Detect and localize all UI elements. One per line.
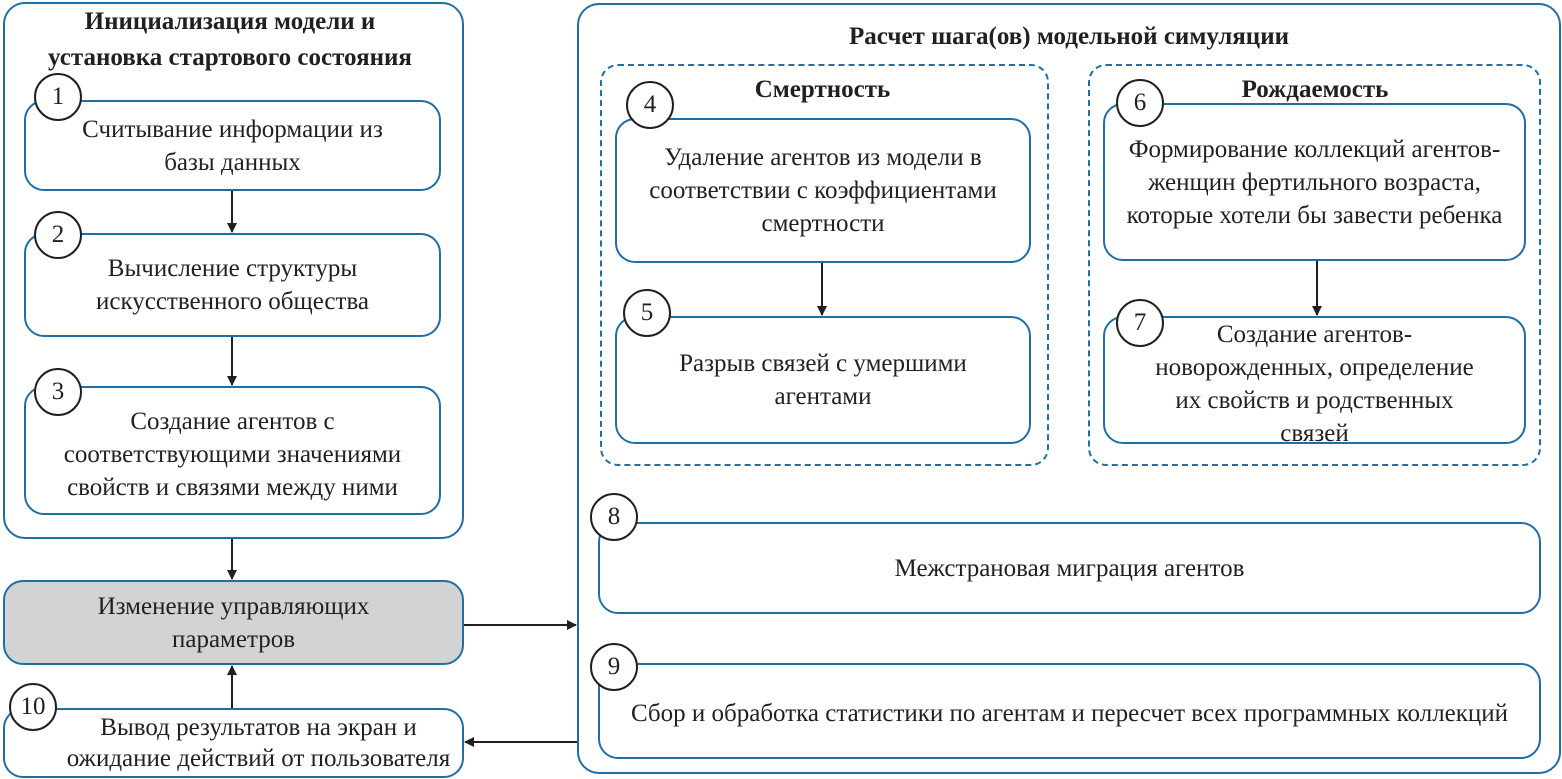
mortality-title: Смертность: [754, 76, 891, 103]
step-9-number: 9: [590, 643, 638, 691]
step-7-text: Создание агентов-новорожденных, определе…: [1155, 321, 1474, 447]
step-5-number: 5: [623, 289, 671, 337]
mortality-group: [600, 64, 1049, 466]
step-8-box: Межстрановая миграция агентов: [598, 522, 1541, 614]
step-6-number: 6: [1116, 79, 1164, 127]
step-4-text: Удаление агентов из модели в соответстви…: [649, 144, 997, 237]
step-4-box: Удаление агентов из модели в соответстви…: [615, 118, 1031, 263]
step-9-box: Сбор и обработка статистики по агентам и…: [598, 663, 1541, 759]
step-8-number: 8: [590, 493, 638, 541]
step-8-text: Межстрановая миграция агентов: [894, 554, 1245, 582]
simulation-group-title: Расчет шага(ов) модельной симуляции: [848, 23, 1290, 50]
step-1-number: 1: [34, 73, 82, 121]
step-7-box: Создание агентов-новорожденных, определе…: [1103, 316, 1526, 447]
step-7-number: 7: [1116, 299, 1164, 347]
control-params-text: Изменение управляющих параметров: [97, 592, 370, 653]
simulation-group: [577, 3, 1561, 774]
step-4-number: 4: [626, 81, 674, 129]
step-10-box: Вывод результатов на экран и ожидание де…: [3, 708, 464, 778]
step-10-number: 10: [9, 683, 57, 731]
step-2-text: Вычисление структуры искусственного обще…: [95, 255, 370, 315]
fertility-group: [1088, 64, 1541, 466]
step-5-text: Разрыв связей с умершими агентами: [679, 350, 967, 410]
step-1-box: Считывание информации из базы данных: [24, 100, 441, 191]
step-2-box: Вычисление структуры искусственного обще…: [24, 233, 441, 337]
step-6-box: Формирование коллекций агентов-женщин фе…: [1103, 103, 1526, 261]
init-group-title: Инициализация модели и установка стартов…: [48, 8, 412, 71]
init-group: [3, 2, 464, 539]
step-3-box: Создание агентов с соответствующими знач…: [24, 386, 441, 515]
step-10-text: Вывод результатов на экран и ожидание де…: [66, 714, 451, 772]
step-5-box: Разрыв связей с умершими агентами: [615, 316, 1031, 444]
control-params-box: Изменение управляющих параметров: [3, 580, 464, 665]
step-2-number: 2: [34, 211, 82, 259]
step-1-text: Считывание информации из базы данных: [82, 115, 383, 176]
step-6-text: Формирование коллекций агентов-женщин фе…: [1126, 135, 1503, 229]
step-3-number: 3: [34, 368, 82, 416]
fertility-title: Рождаемость: [1241, 76, 1389, 103]
step-9-text: Сбор и обработка статистики по агентам и…: [630, 699, 1509, 727]
step-3-text: Создание агентов с соответствующими знач…: [63, 408, 402, 501]
